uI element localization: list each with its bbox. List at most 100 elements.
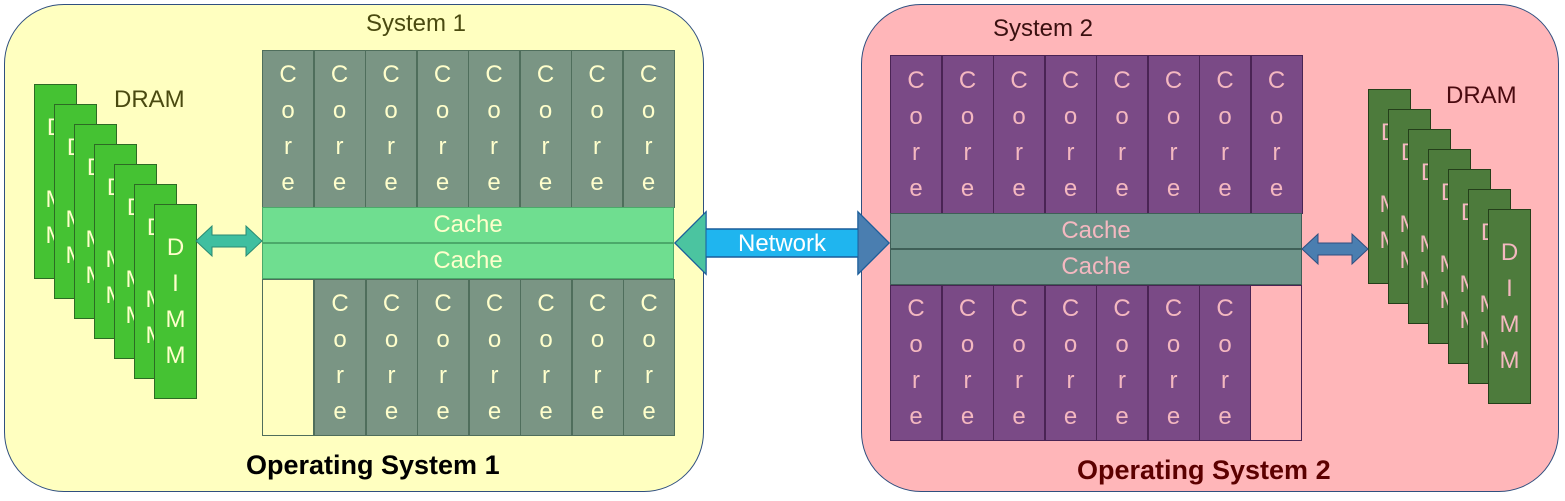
cache-2-lower: Cache [890,249,1302,285]
dimm-letter: D [166,233,185,261]
core-letter: r [387,133,395,160]
core-letter: C [536,61,555,88]
core-letter: o [1063,331,1078,358]
core-letter: C [958,66,977,94]
core-letter: r [1169,367,1178,394]
core-letter: o [641,97,656,124]
dram-2-link-arrow [1301,232,1369,266]
core-letter: e [909,403,923,430]
core-letter: r [912,367,920,394]
core-letter: C [382,61,400,88]
core-letter: e [1269,174,1284,202]
core-letter: r [490,133,498,160]
core-letter: o [960,331,975,358]
core-letter: o [1012,331,1026,358]
core-letter: r [1015,367,1023,394]
core-letter: r [336,361,344,389]
core-letter: o [1012,102,1026,130]
core-letter: C [1267,66,1286,94]
dram-label-2: DRAM [1446,82,1517,109]
core-letter: r [645,361,653,389]
core-letter: C [330,61,349,88]
core-letter: r [541,133,550,160]
core-letter: o [1269,102,1284,130]
core-letter: r [1169,138,1178,166]
core-letter: r [1272,138,1281,166]
core-letter: e [538,169,553,196]
core-letter: o [1218,102,1232,130]
core-letter: o [960,102,975,130]
core-letter: C [433,61,452,88]
core-letter: C [382,289,401,317]
core-letter: r [284,133,292,160]
core-letter: C [1113,66,1131,94]
dram-1-link-arrow [195,224,263,258]
core-letter: e [642,397,656,425]
core-letter: C [1010,66,1028,94]
cache-1-upper: Cache [262,207,674,243]
core-letter: C [588,61,606,88]
core-letter: r [963,367,972,394]
dimm-letter: M [165,305,186,333]
core-letter: e [436,397,450,425]
core-letter: r [1118,138,1126,166]
core-letter: r [438,133,447,160]
core-letter: C [485,289,504,317]
core-letter: e [333,397,347,425]
core-letter: C [1113,295,1131,322]
core-letter: o [333,325,347,353]
core-letter: r [542,361,550,389]
cache-label: Cache [1061,217,1131,244]
core-letter: o [487,97,501,124]
core-letter: r [1118,367,1126,394]
core-letter: e [1115,174,1129,202]
network-label: Network [737,229,827,257]
core-letter: o [1115,331,1129,358]
core-letter: e [1063,403,1078,430]
core-letter: r [439,361,447,389]
core-letter: o [436,325,450,353]
core-letter: C [1216,295,1234,322]
core-letter: e [590,169,604,196]
core-letter: e [960,174,975,202]
core-letter: o [909,102,923,130]
core-letter: r [963,138,972,166]
core-letter: e [384,169,398,196]
core-letter: C [1164,66,1183,94]
network-arrow-left-head [674,210,707,276]
core-letter: e [1166,174,1181,202]
core-letter: o [1115,102,1129,130]
core-letter: C [1061,66,1080,94]
cache-1-lower: Cache [262,243,674,279]
dimm-letter: D [1500,238,1519,266]
core-letter: e [539,397,553,425]
core-letter: o [435,97,450,124]
core-letter: r [593,361,602,389]
system-2-title: System 2 [993,15,1094,42]
system-1-title: System 1 [366,10,467,37]
core-letter: C [1061,295,1080,322]
core-letter: r [335,133,344,160]
core-letter: e [487,169,501,196]
core-letter: C [640,289,658,317]
cache-label: Cache [1061,253,1131,280]
core-letter: o [642,325,656,353]
dimm-letter: I [1506,274,1513,302]
dimm-letter: M [1499,346,1520,374]
core-letter: e [487,397,502,425]
